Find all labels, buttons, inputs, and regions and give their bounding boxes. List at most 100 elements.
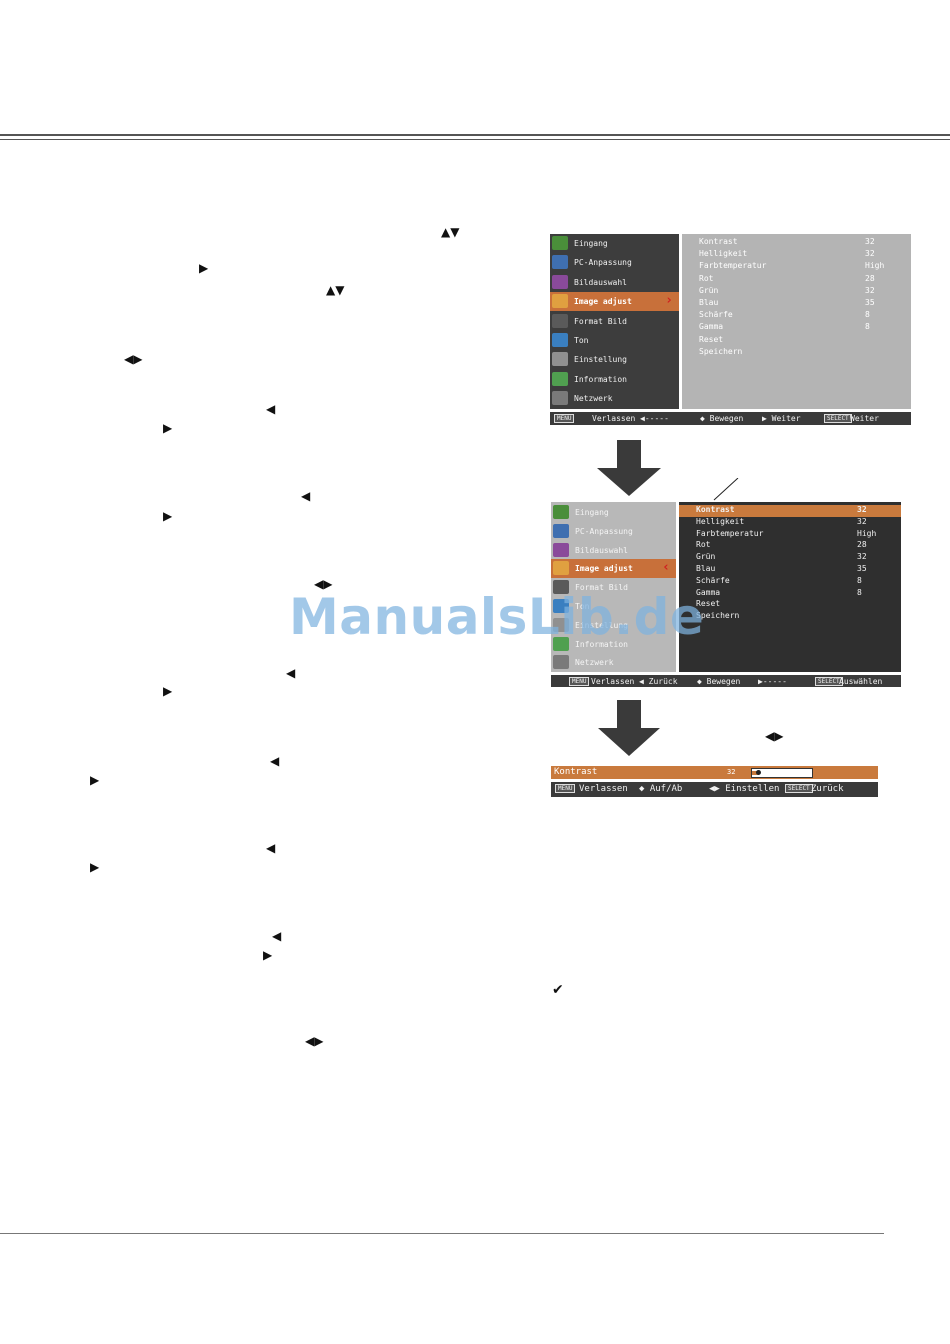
submenu-row-label: Blau: [696, 564, 716, 573]
submenu-row-speichern[interactable]: Speichern: [682, 347, 911, 359]
submenu-row-speichern[interactable]: Speichern: [679, 611, 901, 623]
sidebar-item-input[interactable]: Eingang: [551, 503, 676, 522]
setting-icon: [553, 617, 569, 632]
sidebar-item-label: Bildauswahl: [575, 545, 628, 555]
submenu-row-value: 28: [857, 540, 867, 550]
sidebar-item-network[interactable]: Netzwerk: [550, 389, 679, 408]
chevron-left-icon: ‹: [662, 560, 670, 576]
sidebar-item-input[interactable]: Eingang: [550, 234, 679, 253]
sidebar-item-label: PC-Anpassung: [574, 258, 632, 268]
sidebar-item-sound[interactable]: Ton: [551, 597, 676, 616]
slider-fill: [752, 771, 759, 775]
submenu-row-label: Speichern: [696, 611, 740, 621]
select-key-icon: SELECT: [785, 784, 813, 793]
submenu-row-label: Blau: [699, 298, 719, 307]
status-select-label: Auswählen: [839, 677, 883, 686]
right-arrow-icon: ▶: [163, 421, 173, 435]
sidebar-item-label: Information: [575, 639, 628, 649]
submenu-row-value: 35: [857, 564, 867, 573]
sidebar-item-label: Eingang: [574, 239, 608, 248]
submenu-row-schärfe[interactable]: Schärfe 8: [679, 576, 901, 588]
submenu-row-reset[interactable]: Reset: [679, 599, 901, 611]
submenu-row-label: Reset: [699, 334, 724, 344]
osd-status-bar: MENU Verlassen ◀ Zurück ◆ Bewegen ▶-----…: [551, 675, 901, 687]
submenu-row-reset[interactable]: Reset: [682, 335, 911, 347]
slider-value: 32: [727, 768, 736, 776]
submenu-row-label: Farbtemperatur: [696, 528, 764, 538]
left-arrow-icon: ◀: [286, 666, 296, 680]
right-arrow-icon: ▶: [163, 509, 173, 523]
submenu-row-label: Gamma: [696, 587, 721, 597]
sidebar-item-sound[interactable]: Ton: [550, 331, 679, 350]
submenu-row-value: 32: [857, 505, 867, 514]
sidebar-item-image-select[interactable]: Bildauswahl: [550, 273, 679, 292]
left-right-arrow-icon: ◀▶: [305, 1034, 324, 1048]
submenu-row-helligkeit[interactable]: Helligkeit 32: [679, 517, 901, 529]
sidebar-item-label: Image adjust: [574, 297, 632, 307]
sidebar-item-information[interactable]: Information: [550, 370, 679, 389]
status-back-label: ◀ Zurück: [639, 677, 678, 686]
submenu-row-gamma[interactable]: Gamma 8: [679, 588, 901, 600]
network-icon: [553, 655, 569, 670]
slider-label: Kontrast: [554, 767, 598, 777]
sidebar-item-label: Information: [574, 374, 627, 384]
sidebar-item-setting[interactable]: Einstellung: [551, 616, 676, 635]
submenu-row-label: Rot: [699, 273, 714, 283]
sidebar-item-image-select[interactable]: Bildauswahl: [551, 541, 676, 560]
menu-key-icon: MENU: [554, 414, 575, 423]
image-select-icon: [553, 542, 569, 557]
callout-line: [713, 478, 739, 501]
submenu-row-value: 28: [865, 273, 875, 283]
submenu-row-value: 32: [857, 516, 867, 526]
up-down-arrow-icon: ▲▼: [326, 283, 345, 297]
submenu-row-rot[interactable]: Rot 28: [682, 274, 911, 286]
network-icon: [552, 391, 568, 406]
sidebar-item-screen[interactable]: Format Bild: [550, 312, 679, 331]
submenu-row-value: 8: [857, 587, 862, 597]
sidebar-item-label: Ton: [574, 336, 589, 345]
sidebar-item-label: PC-Anpassung: [575, 526, 633, 536]
image-select-icon: [552, 274, 568, 289]
pc-adjust-icon: [552, 255, 568, 270]
sidebar-item-pc-adjust[interactable]: PC-Anpassung: [551, 522, 676, 541]
submenu-row-label: Helligkeit: [696, 516, 745, 526]
sidebar-item-pc-adjust[interactable]: PC-Anpassung: [550, 253, 679, 272]
slider-track[interactable]: [751, 768, 813, 778]
submenu-row-label: Schärfe: [696, 575, 730, 585]
sidebar-item-label: Netzwerk: [575, 658, 614, 668]
status-next-label: ▶-----: [758, 677, 787, 686]
submenu-row-label: Grün: [696, 552, 716, 562]
sidebar-item-setting[interactable]: Einstellung: [550, 350, 679, 369]
left-right-arrow-icon: ◀▶: [124, 352, 143, 366]
sidebar-item-information[interactable]: Information: [551, 635, 676, 654]
select-key-icon: SELECT: [824, 414, 852, 423]
screen-icon: [552, 313, 568, 328]
select-key-icon: SELECT: [815, 677, 843, 686]
submenu-row-value: 32: [865, 249, 875, 259]
status-back-label: Zurück: [811, 784, 844, 794]
sidebar-item-screen[interactable]: Format Bild: [551, 578, 676, 597]
submenu-row-blau[interactable]: Blau 35: [679, 564, 901, 576]
status-updown-label: ◆ Auf/Ab: [639, 784, 683, 794]
slider-knob[interactable]: [756, 770, 761, 775]
sidebar-item-image-adjust[interactable]: Image adjust›: [550, 292, 679, 312]
status-move-label: ◆ Bewegen: [700, 414, 744, 423]
sidebar-item-network[interactable]: Netzwerk: [551, 653, 676, 672]
submenu-row-value: 8: [857, 575, 862, 585]
sidebar-item-label: Bildauswahl: [574, 277, 627, 287]
information-icon: [552, 371, 568, 386]
submenu-row-label: Gamma: [699, 322, 724, 332]
sidebar-item-image-adjust[interactable]: Image adjust‹: [551, 559, 676, 579]
